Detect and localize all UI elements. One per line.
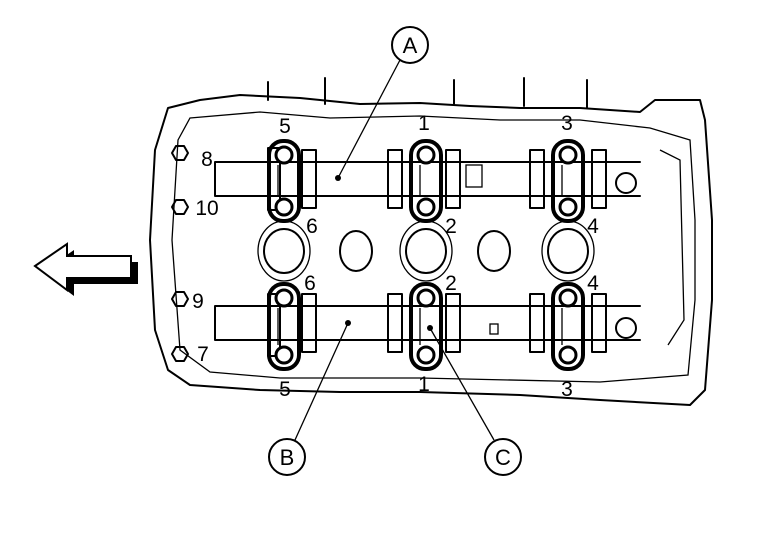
camshaft-bracket (267, 139, 301, 223)
seq-number: 1 (418, 373, 430, 396)
bolt-icon (274, 345, 294, 365)
plug-holes (257, 220, 595, 282)
seq-number: 3 (561, 378, 573, 401)
bolt-icon (558, 145, 578, 165)
seq-number: 6 (304, 272, 316, 295)
callout-c-label: C (495, 445, 511, 470)
seq-number: 7 (197, 343, 209, 366)
bolt-icon (416, 288, 436, 308)
seq-number: 1 (418, 112, 430, 135)
seq-number: 3 (561, 112, 573, 135)
seq-number: 4 (587, 215, 599, 238)
bolt-icon (274, 288, 294, 308)
callout-b-label: B (280, 445, 295, 470)
bolt-icon (558, 288, 578, 308)
camshaft-bracket (267, 282, 301, 371)
callout-b: B (268, 438, 306, 476)
bolt-icon (416, 345, 436, 365)
bolt-icon (274, 197, 294, 217)
seq-number: 9 (192, 290, 204, 313)
bolt-icon (274, 145, 294, 165)
camshaft-bracket (409, 282, 443, 371)
sequence-numbers: 5 1 3 6 2 4 6 2 4 5 1 3 8 10 9 7 (192, 112, 599, 401)
callout-c: C (484, 438, 522, 476)
front-direction-arrow-icon (33, 242, 138, 296)
bolt-icon (416, 197, 436, 217)
seq-number: 10 (195, 197, 218, 220)
seq-number: 5 (279, 115, 291, 138)
seq-number: 6 (306, 215, 318, 238)
seq-number: 2 (445, 272, 457, 295)
bolt-icon (558, 197, 578, 217)
left-bolts (171, 145, 189, 362)
callout-a-label: A (403, 33, 418, 58)
bolt-icon (558, 345, 578, 365)
camshaft-bracket (551, 282, 585, 371)
callout-a: A (391, 26, 429, 64)
bolt-icon (416, 145, 436, 165)
seq-number: 8 (201, 148, 213, 171)
cylinder-head-outline (149, 77, 713, 406)
camshaft-bracket (551, 139, 585, 223)
camshaft-bracket (409, 139, 443, 223)
bracket-bolts (267, 139, 585, 371)
seq-number: 4 (587, 272, 599, 295)
seq-number: 2 (445, 215, 457, 238)
seq-number: 5 (279, 378, 291, 401)
leader-lines (294, 59, 495, 441)
